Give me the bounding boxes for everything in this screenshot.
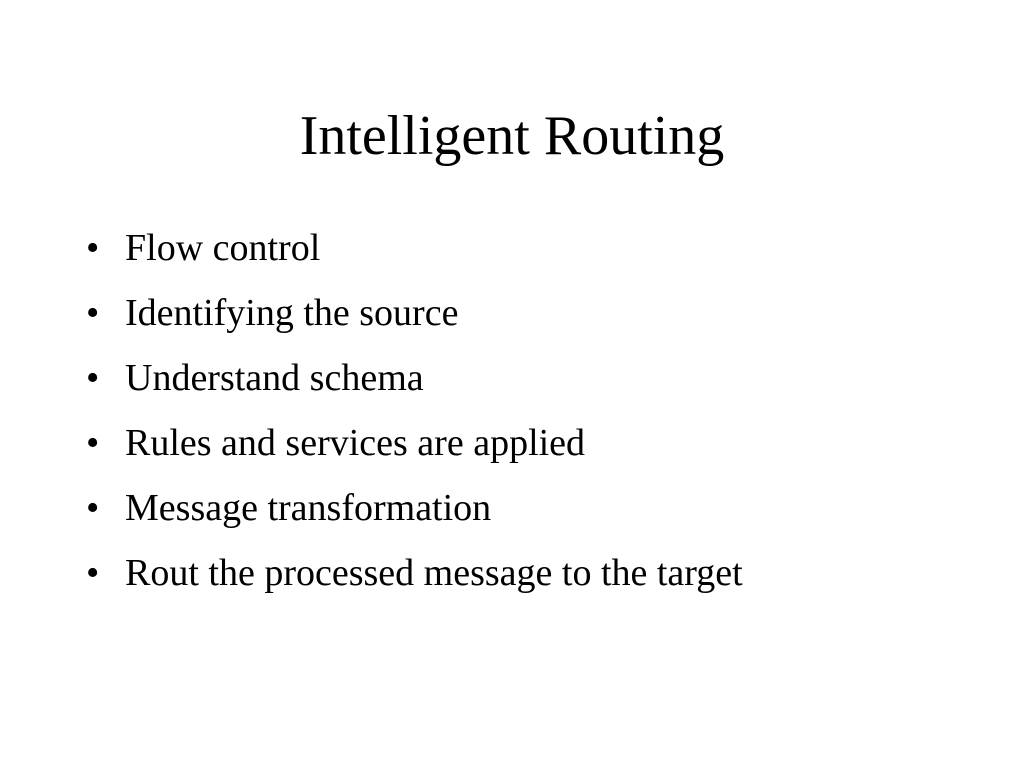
bullet-icon: • — [86, 487, 100, 529]
bullet-text: Message transformation — [125, 487, 492, 529]
bullet-text: Rules and services are applied — [125, 422, 586, 464]
bullet-item-flow-control: • Flow control — [84, 226, 743, 270]
bullet-item-rules-services: • Rules and services are applied — [84, 421, 743, 465]
bullet-item-understand-schema: • Understand schema — [84, 356, 743, 400]
bullet-text: Understand schema — [125, 357, 424, 399]
bullet-list: • Flow control • Identifying the source … — [84, 226, 743, 616]
bullet-text: Rout the processed message to the target — [125, 552, 743, 594]
bullet-text: Identifying the source — [125, 292, 459, 334]
bullet-text: Flow control — [125, 227, 321, 269]
slide-title: Intelligent Routing — [299, 105, 725, 167]
bullet-icon: • — [86, 227, 100, 269]
bullet-icon: • — [86, 292, 100, 334]
bullet-icon: • — [86, 357, 100, 399]
bullet-icon: • — [86, 552, 100, 594]
bullet-item-identifying-source: • Identifying the source — [84, 291, 743, 335]
bullet-icon: • — [86, 422, 100, 464]
bullet-item-message-transformation: • Message transformation — [84, 486, 743, 530]
bullet-item-rout-message: • Rout the processed message to the targ… — [84, 551, 743, 595]
